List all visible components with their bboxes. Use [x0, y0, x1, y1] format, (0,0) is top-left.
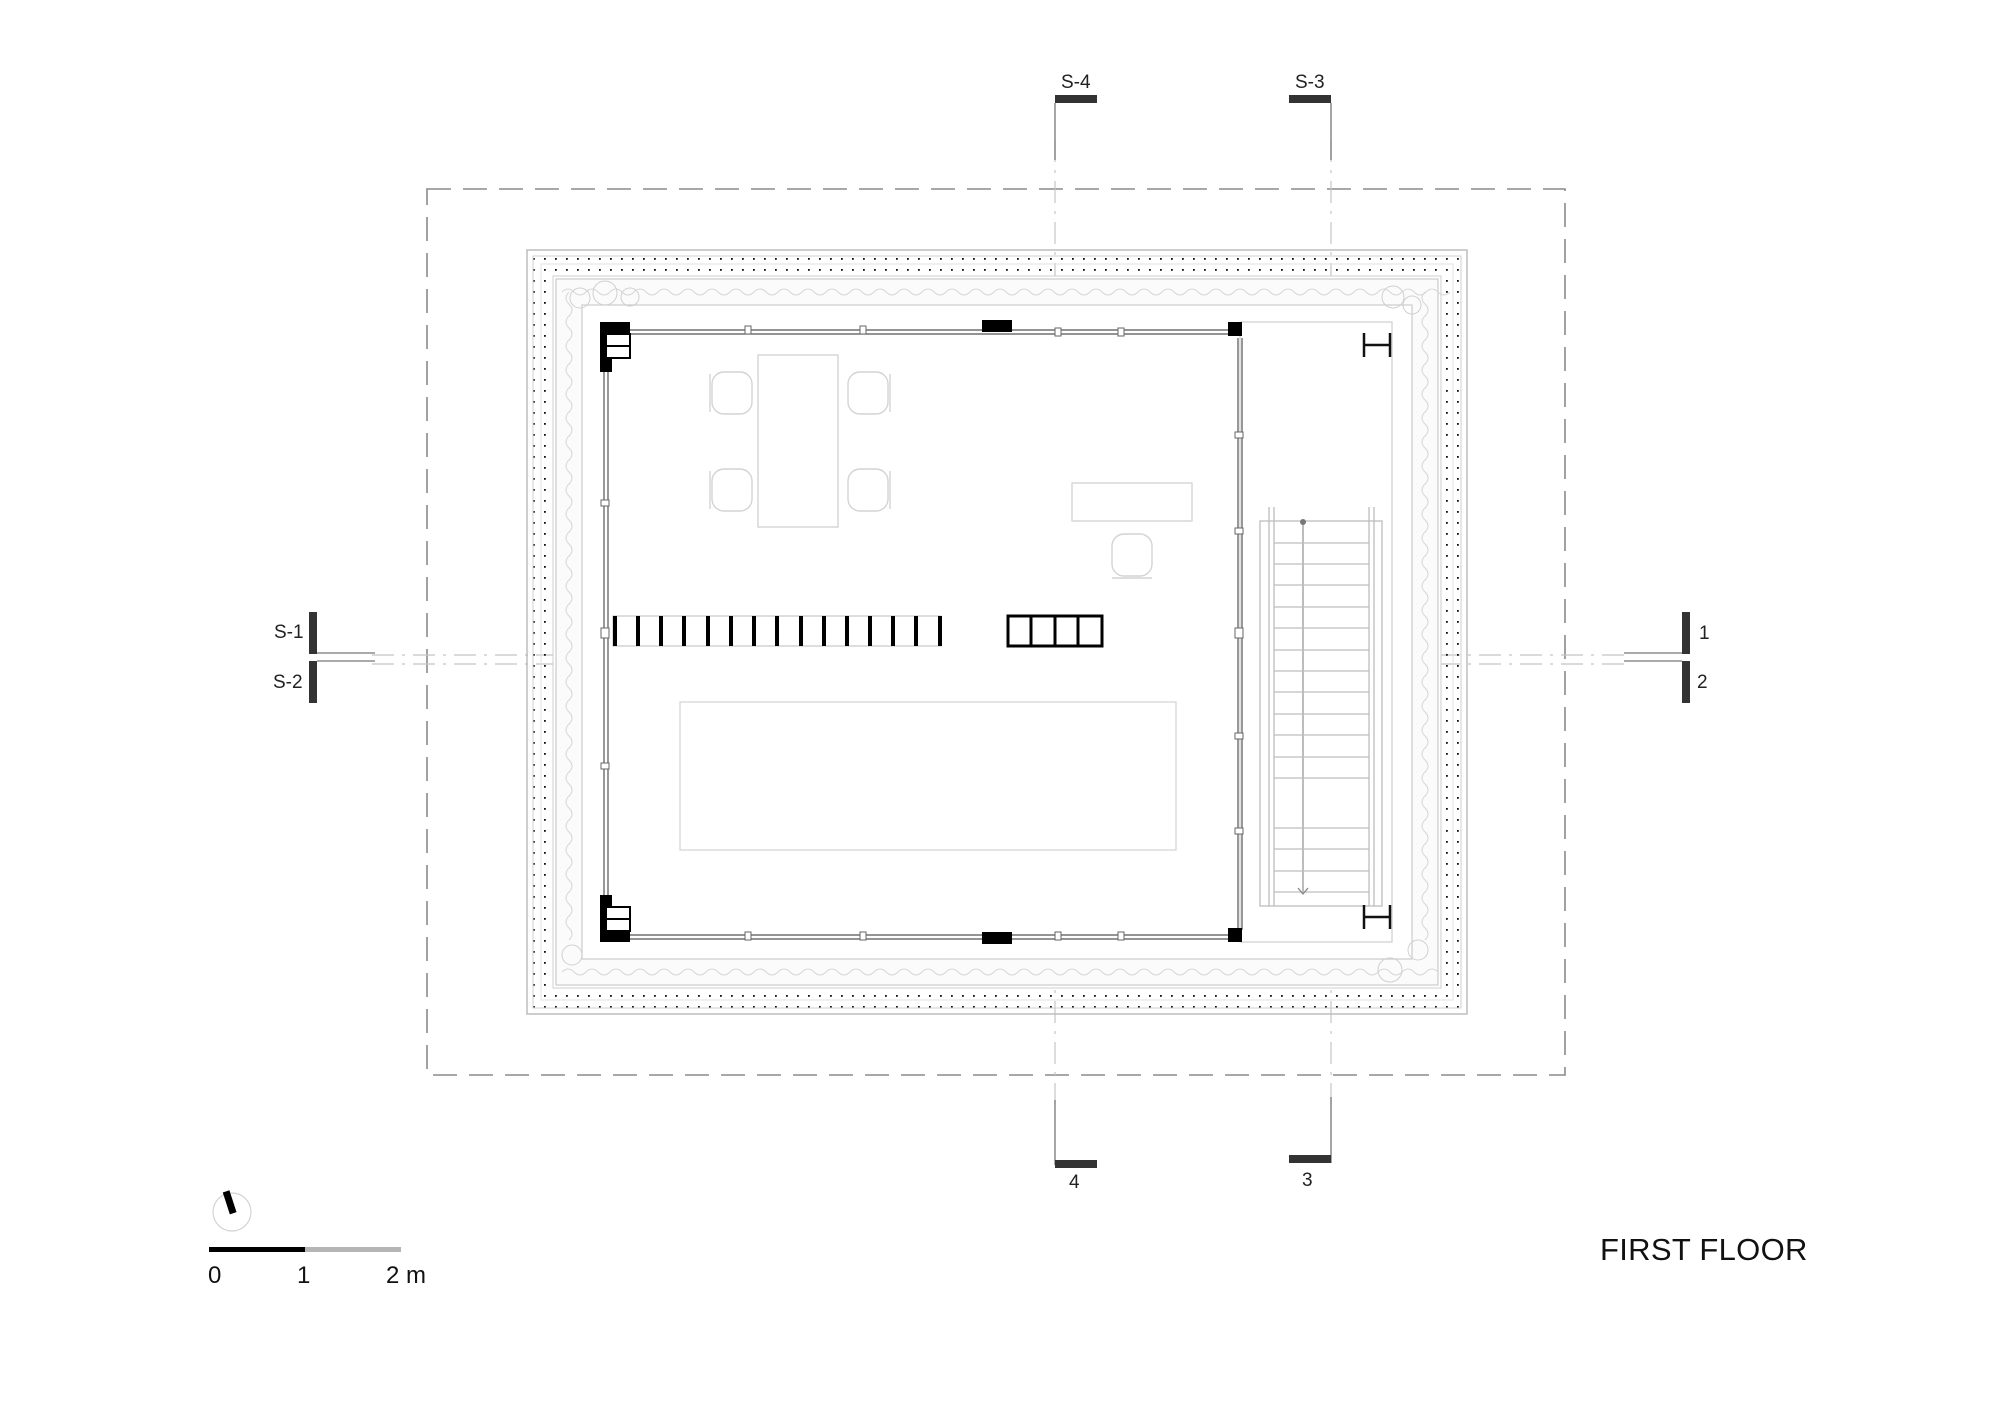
scale-tick-1: 1 — [297, 1262, 311, 1289]
section-label-s2-left: S-2 — [273, 672, 303, 693]
window-mullions — [600, 325, 1244, 941]
desk-group — [1071, 482, 1193, 579]
chair — [847, 468, 889, 512]
section-label-s4-top: S-4 — [1061, 72, 1091, 93]
corner-storage — [605, 333, 631, 932]
structural-columns — [600, 320, 1242, 944]
desk-chair — [1111, 533, 1153, 577]
rug-area — [679, 701, 1177, 851]
steel-beam-icon — [1362, 333, 1392, 929]
section-label-3-bottom: 3 — [1302, 1170, 1313, 1191]
section-label-4-bottom: 4 — [1069, 1172, 1080, 1193]
section-marker-s4-top — [1054, 95, 1097, 160]
section-label-1-right: 1 — [1699, 623, 1710, 644]
section-marker-s3-top — [1289, 95, 1332, 160]
chair — [711, 468, 753, 512]
staircase — [1259, 507, 1383, 907]
section-label-s3-top: S-3 — [1295, 72, 1325, 93]
dining-table — [757, 354, 839, 528]
section-label-2-right: 2 — [1697, 672, 1708, 693]
section-marker-4-bottom — [1054, 1100, 1097, 1168]
scale-bar — [209, 1247, 401, 1252]
desk — [1071, 482, 1193, 522]
section-label-s1-left: S-1 — [274, 622, 304, 643]
dining-table-group — [709, 354, 891, 528]
chair — [711, 371, 753, 415]
roof-outline-dashed — [426, 188, 1566, 1076]
chair — [847, 371, 889, 415]
section-marker-3-bottom — [1289, 1097, 1332, 1163]
shelving-long — [612, 615, 942, 647]
stair-start-dot — [1300, 519, 1306, 525]
scale-tick-2m: 2 m — [386, 1262, 427, 1289]
north-arrow-icon — [212, 1190, 252, 1232]
scale-tick-0: 0 — [208, 1262, 222, 1289]
stair-room — [1239, 321, 1393, 943]
shelving-short — [1006, 614, 1104, 648]
section-marker-1-2-right — [1624, 612, 1690, 703]
drawing-title: FIRST FLOOR — [1600, 1232, 1808, 1267]
section-marker-s1-s2-left — [309, 612, 375, 703]
